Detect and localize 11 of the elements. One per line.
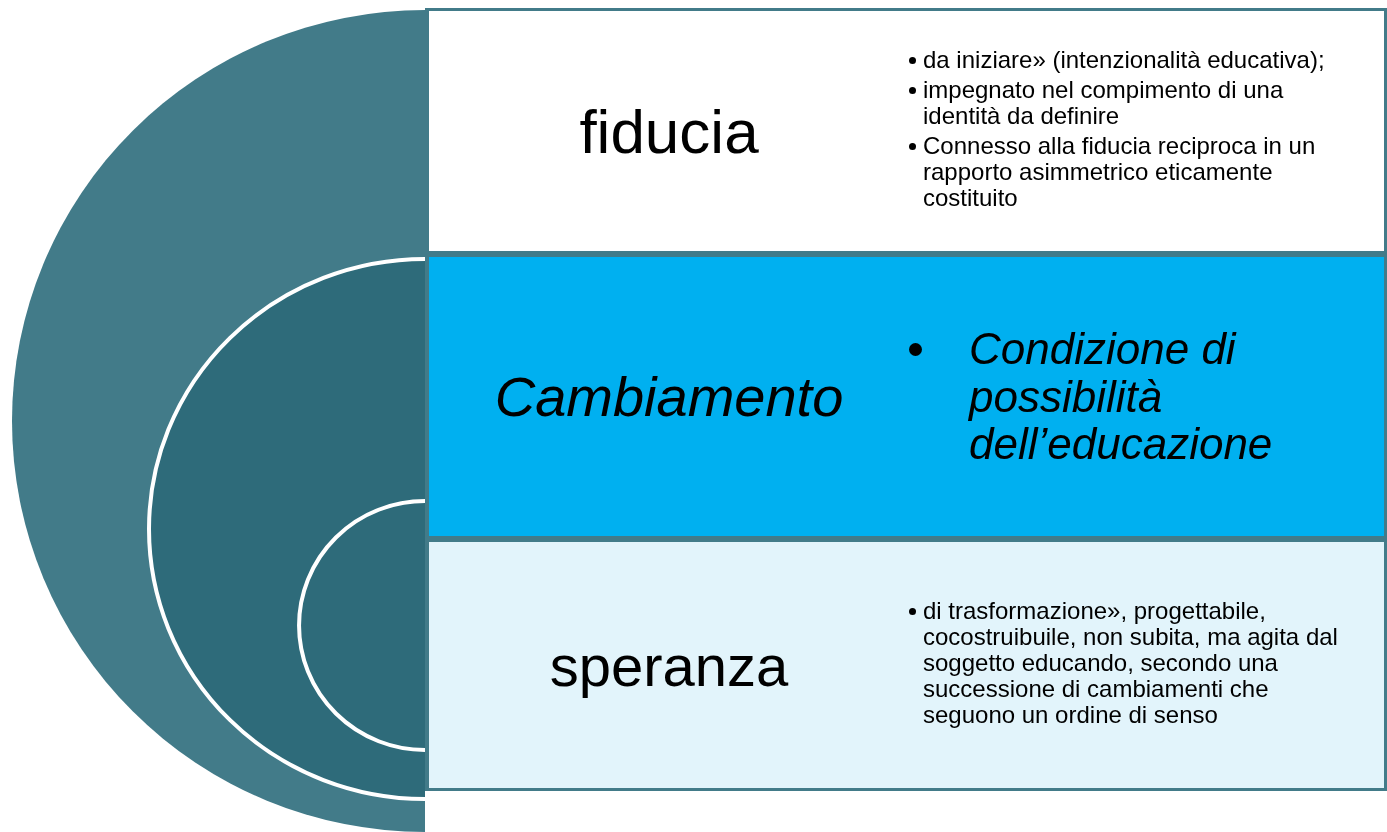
band-title: Cambiamento [493,364,845,429]
band-title: fiducia [578,95,760,167]
list-band [425,539,1387,791]
bullet-text: da iniziare» (intenzionalità educativa); [923,46,1325,74]
band-title: speranza [548,631,790,699]
list-band [425,8,1387,254]
bullet-text: Condizione di possibilità dell’educazione [969,324,1273,469]
list-band [425,254,1387,539]
bullet-text: di trasformazione», progettabile, cocostruibuile, non subita, ma agita dal soggetto educando, secondo una successione di cambiamenti che seguono un ordine di senso [923,597,1338,728]
bullet-text: impegnato nel compimento di una identità da definire [923,76,1284,130]
bullet-text: Connesso alla fiducia reciproca in un rapporto asimmetrico eticamente costituito [923,132,1316,211]
